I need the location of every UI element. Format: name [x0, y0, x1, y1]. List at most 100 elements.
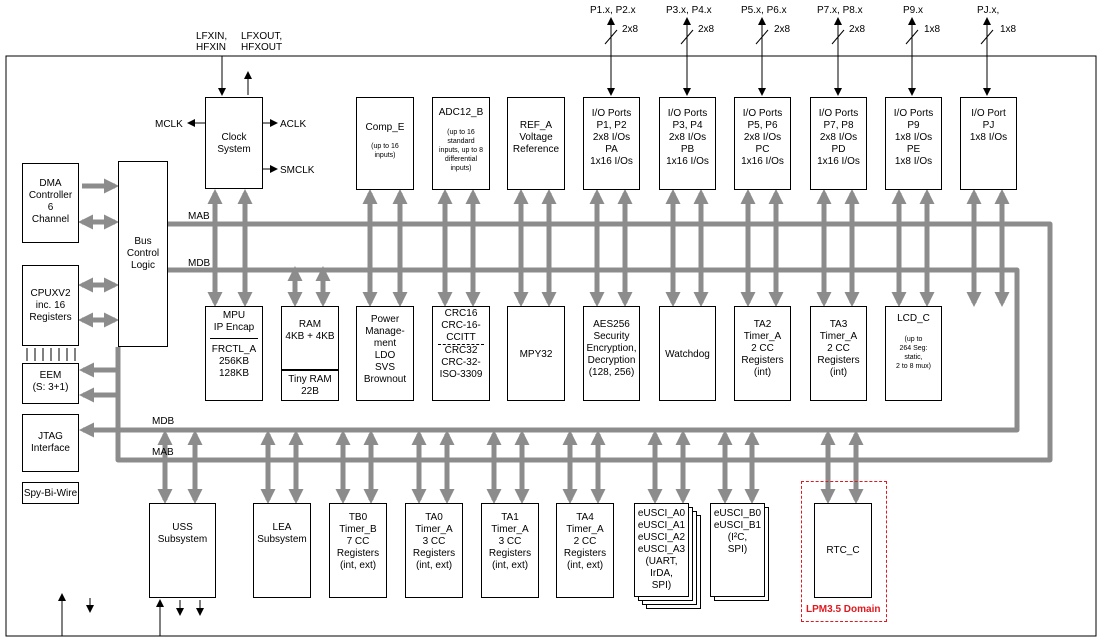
block-line: TA2: [753, 319, 772, 330]
block-line: LDO: [374, 350, 396, 361]
mab-label-top: MAB: [188, 211, 210, 222]
block-line: (S: 3+1): [32, 382, 69, 393]
block-line: TA3: [829, 319, 848, 330]
block-line: PE: [906, 144, 921, 155]
block-line: 2x8 I/Os: [668, 132, 707, 143]
port-bus-slash-1: [680, 29, 694, 45]
block-line: (int, ext): [566, 560, 604, 571]
block-line: PJ: [982, 120, 995, 131]
block-line: PB: [680, 144, 695, 155]
aclk-label: ACLK: [280, 119, 307, 130]
block-line: Registers: [336, 548, 380, 559]
block-line: I/O Ports: [893, 108, 934, 119]
chip-outline: [5, 55, 1097, 637]
block-line: CRC32: [444, 345, 478, 356]
block-line: (int): [753, 367, 772, 378]
block-line: TB0: [348, 512, 368, 523]
port-bus-slash-0: [604, 29, 618, 45]
block-line: Decryption: [587, 355, 636, 366]
block-line: 2x8 I/Os: [592, 132, 631, 143]
port-width-p1p2: 2x8: [622, 24, 639, 35]
block-line: standard: [447, 138, 475, 145]
block-line: Spy-Bi-Wire: [23, 488, 78, 499]
port-label-p5p6: P5.x, P6.x: [741, 5, 787, 16]
block-line: Manage-: [365, 326, 405, 337]
block-line: Timer_A: [415, 524, 453, 535]
block-line: inputs): [374, 152, 396, 159]
block-line: System: [217, 144, 251, 155]
block-line: 1x16 I/Os: [666, 156, 709, 167]
block-line: 3 CC: [498, 536, 522, 547]
block-line: PA: [605, 144, 618, 155]
port-label-pj: PJ.x,: [977, 5, 1000, 16]
block-line: SVS: [374, 362, 395, 373]
mab-label-bottom: MAB: [152, 447, 174, 458]
block-line: (up to: [904, 336, 923, 343]
block-line: DMA: [39, 178, 62, 189]
block-line: Tiny RAM: [288, 374, 332, 385]
block-line: 2 CC: [827, 343, 850, 354]
port-width-pj: 1x8: [1000, 24, 1017, 35]
block-line: P9: [907, 120, 920, 131]
block-line: inputs, up to 8: [439, 147, 483, 154]
block-line: Subsystem: [157, 534, 208, 545]
block-line: 1x16 I/Os: [741, 156, 784, 167]
block-line: Interface: [31, 443, 70, 454]
block-line: Timer_A: [491, 524, 529, 535]
block-line: Timer_B: [339, 524, 377, 535]
block-line: 3 CC: [422, 536, 446, 547]
block-line: inputs): [450, 165, 472, 172]
block-line: 128KB: [218, 368, 250, 379]
block-line: MPY32: [519, 349, 553, 360]
block-line: 1x8 I/Os: [894, 132, 933, 143]
block-line: TA0: [425, 512, 443, 523]
eem-block: EEM(S: 3+1): [22, 363, 79, 404]
block-line: Timer_A: [743, 331, 782, 342]
mab-bus: [115, 221, 1053, 463]
block-line: (I²C,: [727, 532, 748, 543]
block-line: 256KB: [218, 356, 250, 367]
port-width-p9: 1x8: [924, 24, 941, 35]
block-line: Reference: [512, 144, 560, 155]
block-line: 2 to 8 mux): [895, 363, 931, 370]
port-label-p3p4: P3.x, P4.x: [666, 5, 712, 16]
block-line: 1x8 I/Os: [969, 132, 1008, 143]
block-line: (int, ext): [491, 560, 529, 571]
block-line: IP Encap: [213, 322, 255, 333]
block-line: ISO-3309: [439, 369, 483, 380]
block-line: 22B: [301, 386, 319, 397]
mclk-label: MCLK: [155, 119, 183, 130]
block-line: Encryption,: [586, 343, 637, 354]
block-line: Registers: [488, 548, 532, 559]
block-line: AES256: [593, 319, 630, 330]
clock-input-pin-1: LFXIN,: [196, 31, 228, 42]
block-line: RAM: [298, 319, 322, 330]
block-line: Power: [370, 314, 400, 325]
block-line: LCD_C: [897, 313, 930, 324]
block-line: TA4: [576, 512, 594, 523]
block-line: CPUXV2: [30, 288, 71, 299]
block-line: Voltage: [519, 132, 553, 143]
block-line: CRC-32-: [441, 357, 481, 368]
port-width-p7p8: 2x8: [849, 24, 866, 35]
